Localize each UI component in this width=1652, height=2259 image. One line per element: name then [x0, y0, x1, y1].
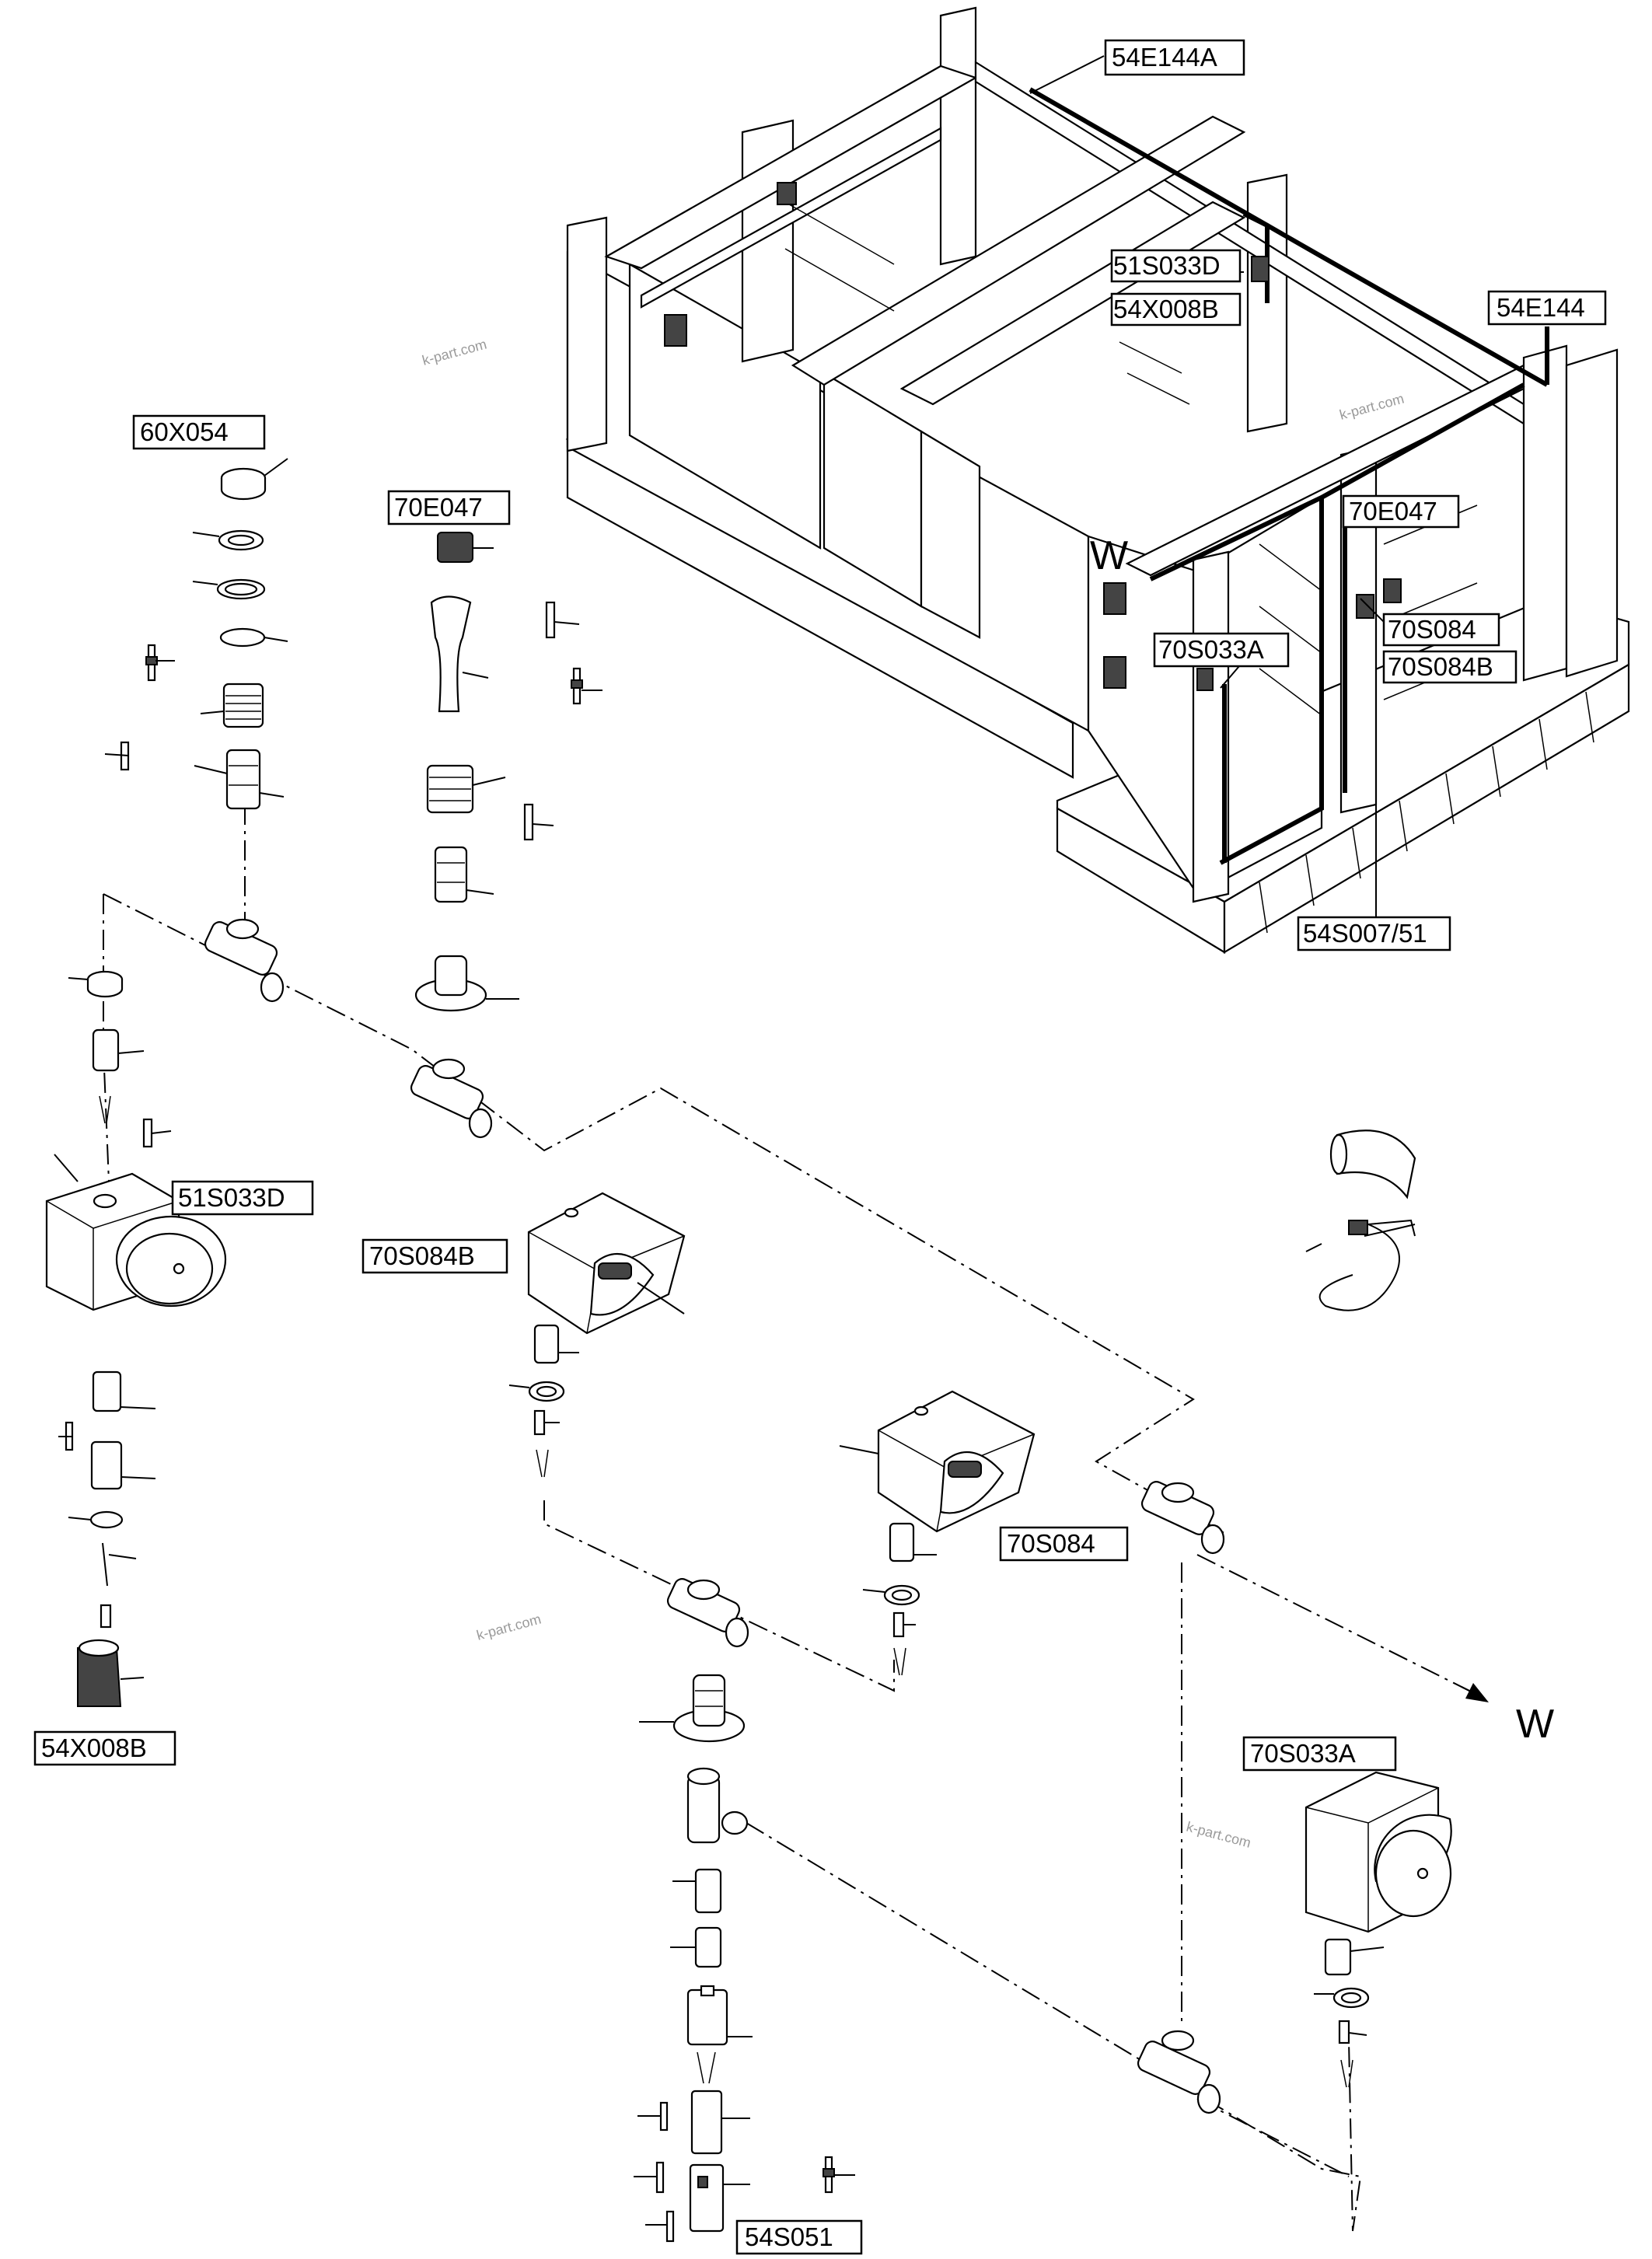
label-60X054: 60X054 — [132, 414, 266, 450]
label-54E144A: 54E144A — [1104, 39, 1245, 76]
watermark: k-part.com — [1338, 391, 1406, 423]
svg-text:54E144A: 54E144A — [1112, 43, 1217, 72]
w-marker-arrow: W — [1516, 1702, 1554, 1747]
sensor-70s084 — [839, 1390, 1036, 1676]
label-70S033A-frame: 70S033A — [1153, 632, 1290, 668]
svg-text:70S084B: 70S084B — [369, 1241, 475, 1270]
sensor-70s084b — [508, 1192, 686, 1478]
svg-text:70S033A: 70S033A — [1250, 1739, 1356, 1768]
label-54E144: 54E144 — [1487, 290, 1607, 326]
svg-text:70E047: 70E047 — [394, 493, 483, 522]
w-direction-arrow — [1461, 1683, 1489, 1702]
w-marker-frame: W — [1090, 533, 1128, 578]
svg-text:54S007/51: 54S007/51 — [1303, 919, 1427, 948]
label-70E047-frame: 70E047 — [1342, 494, 1460, 529]
watermark: k-part.com — [421, 337, 488, 368]
label-54S051: 54S051 — [735, 2219, 863, 2255]
label-70S033A: 70S033A — [1242, 1736, 1397, 1772]
label-54S007-51: 54S007/51 — [1297, 916, 1451, 951]
watermark: k-part.com — [475, 1611, 543, 1643]
label-70S084B-frame: 70S084B — [1382, 650, 1518, 684]
svg-text:54X008B: 54X008B — [1113, 295, 1219, 323]
svg-text:70S033A: 70S033A — [1158, 635, 1264, 664]
svg-text:51S033D: 51S033D — [1113, 251, 1221, 280]
label-54X008B-frame: 54X008B — [1110, 292, 1242, 326]
label-70S084B: 70S084B — [361, 1238, 508, 1274]
machine-frame — [565, 6, 1630, 954]
svg-text:70E047: 70E047 — [1349, 497, 1437, 525]
gland-stack-60x054 — [104, 458, 288, 810]
svg-text:54E144: 54E144 — [1497, 293, 1585, 322]
switch-assembly-51s033d — [45, 970, 227, 1707]
cable-tie-and-sheath — [1305, 1130, 1416, 1311]
svg-text:70S084: 70S084 — [1007, 1529, 1095, 1558]
watermark: k-part.com — [1185, 1819, 1252, 1851]
connector-stack-70e047 — [414, 532, 602, 1012]
svg-text:70S084B: 70S084B — [1388, 652, 1493, 681]
sensor-stack-54s051 — [634, 1674, 855, 2243]
label-54X008B: 54X008B — [33, 1730, 176, 1766]
svg-text:70S084: 70S084 — [1388, 615, 1476, 644]
label-70E047: 70E047 — [387, 490, 511, 525]
svg-text:51S033D: 51S033D — [178, 1183, 285, 1212]
label-51S033D: 51S033D — [171, 1180, 314, 1216]
connection-paths — [103, 805, 1478, 2232]
label-70S084: 70S084 — [999, 1526, 1129, 1562]
label-51S033D-frame: 51S033D — [1110, 249, 1242, 283]
svg-text:60X054: 60X054 — [140, 417, 229, 446]
svg-text:54X008B: 54X008B — [41, 1734, 147, 1762]
svg-text:54S051: 54S051 — [745, 2222, 833, 2251]
label-70S084-frame: 70S084 — [1382, 613, 1500, 647]
switch-70s033a — [1304, 1771, 1452, 2088]
tee-fittings — [204, 918, 1225, 2114]
